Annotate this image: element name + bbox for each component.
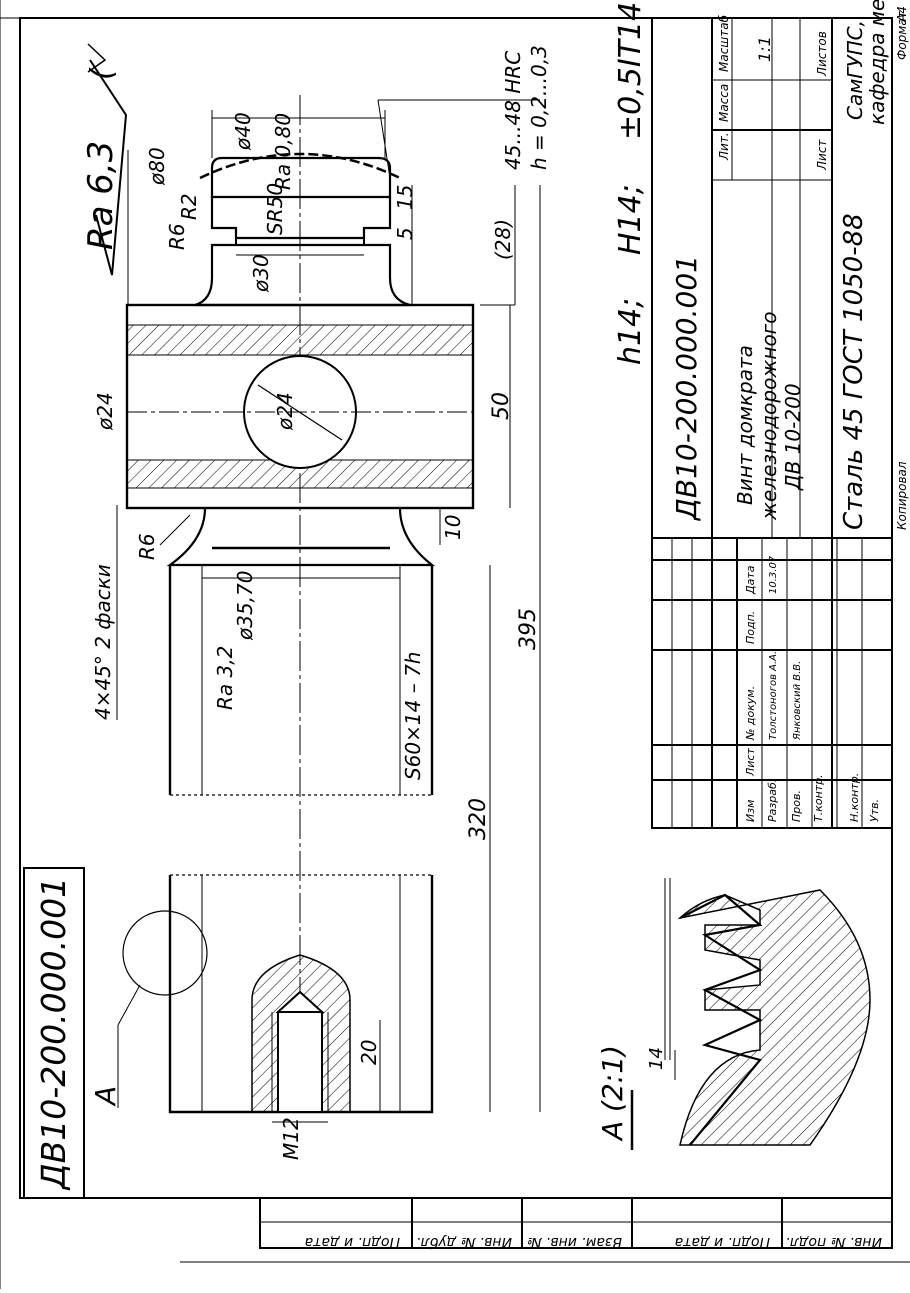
dim-d24-inner: ø24 (273, 392, 297, 431)
tapped-hole (277, 1011, 323, 1113)
roughness-text: Ra 6,3 (81, 141, 121, 250)
format-label: Формат (895, 10, 909, 60)
hardened-layer (199, 152, 401, 180)
header-izm: Изм (744, 800, 757, 822)
stamp-podp-1: Подп. и дата (305, 1234, 400, 1250)
copied-label: Копировал (895, 461, 909, 530)
lit-label: Лит. (717, 132, 731, 161)
stamp-inv-podl: Инв. № подл. (785, 1234, 882, 1250)
header-doc: № докум. (744, 686, 757, 741)
date-razrab: 10.3.07 (768, 555, 779, 594)
title-material: Сталь 45 ГОСТ 1050-88 (839, 213, 869, 530)
dim-320: 320 (466, 798, 491, 840)
dim-d3570: ø35,70 (233, 571, 257, 642)
scale-label: Масштаб (717, 14, 731, 72)
org-line-1: СамГУПС, (843, 20, 867, 120)
header-date: Дата (744, 565, 757, 595)
thread-note: S60×14 – 7h (401, 652, 425, 780)
dim-d80: ø80 (145, 147, 169, 186)
format-value: A4 (895, 6, 909, 23)
stamp-inv-dubl: Инв. № дубл. (416, 1234, 512, 1250)
dim-r2: R2 (177, 193, 201, 220)
sheet-label: Лист (815, 139, 829, 171)
title-name-2: железнодорожного (757, 312, 781, 521)
scale-value: 1:1 (755, 36, 774, 62)
dim-ra080: Ra 0,80 (271, 113, 295, 190)
roughness-symbol (89, 59, 128, 276)
name-prov: Янковский В.В. (792, 661, 803, 741)
shaft-upper (168, 565, 434, 795)
collar-hatch-top (126, 324, 474, 356)
roughness-check-icon (87, 43, 107, 73)
title-block (651, 17, 893, 829)
row-prov: Пров. (790, 790, 803, 822)
rotated-designation: ДВ10-200.000.001 (34, 877, 73, 1191)
org-line-2: кафедра механики (865, 0, 889, 125)
chamfer-note: 4×45° 2 фаски (91, 564, 115, 720)
tolerance-H14: H14; (613, 184, 648, 255)
dim-r6-top: R6 (165, 223, 189, 250)
tolerance-h14: h14; (613, 298, 648, 365)
sheets-label: Листов (815, 31, 829, 77)
dim-d24-outer: ø24 (93, 392, 117, 431)
dim-hdepth: h = 0,2...0,3 (527, 45, 551, 170)
row-nkontr: Н.контр. (848, 773, 861, 822)
groove-profile (166, 507, 436, 567)
stamp-podp-2: Подп. и дата (675, 1234, 770, 1250)
header-list: Лист (744, 748, 757, 777)
svg-text:(: ( (85, 67, 120, 80)
title-name-1: Винт домкрата (733, 345, 757, 505)
dim-28: (28) (491, 219, 515, 260)
dim-ra32: Ra 3,2 (213, 646, 237, 710)
dim-10: 10 (441, 515, 465, 540)
title-designation: ДВ10-200.000.001 (670, 255, 703, 522)
dim-sr50: SR50 (263, 183, 287, 235)
dim-d40: ø40 (231, 112, 255, 151)
dim-14: 14 (646, 1047, 667, 1070)
neck-profile (210, 197, 392, 240)
mass-label: Масса (717, 84, 731, 122)
row-tkontr: Т.контр. (812, 774, 825, 822)
designation-box (23, 867, 85, 1199)
dim-395: 395 (516, 608, 541, 650)
collar-profile (194, 243, 411, 307)
dim-d30: ø30 (249, 254, 273, 293)
detail-a-section (677, 889, 871, 1146)
name-razrab: Толстоногов А.А. (768, 651, 779, 740)
row-utv: Утв. (868, 799, 881, 822)
detail-circle-a (122, 910, 208, 996)
title-name-3: ДВ 10-200 (781, 383, 805, 491)
tolerance-it14: ±0,5IT14 (613, 2, 648, 140)
stamp-vzam: Взам. инв. № (527, 1234, 622, 1250)
view-label-a: A (89, 1086, 122, 1107)
detail-label: A (2:1) (596, 1045, 629, 1142)
dim-r6-mid: R6 (135, 533, 159, 560)
header-sign: Подп. (744, 611, 757, 644)
side-stamp (259, 1197, 893, 1249)
dim-hardness: 45...48 HRC (501, 51, 525, 170)
dim-5: 5 (393, 227, 417, 240)
head-profile (210, 156, 392, 199)
dim-50: 50 (489, 392, 514, 420)
dim-20: 20 (357, 1040, 381, 1065)
row-razrab: Разраб. (766, 779, 779, 822)
dim-15: 15 (393, 185, 417, 210)
dim-m12: M12 (279, 1117, 303, 1160)
